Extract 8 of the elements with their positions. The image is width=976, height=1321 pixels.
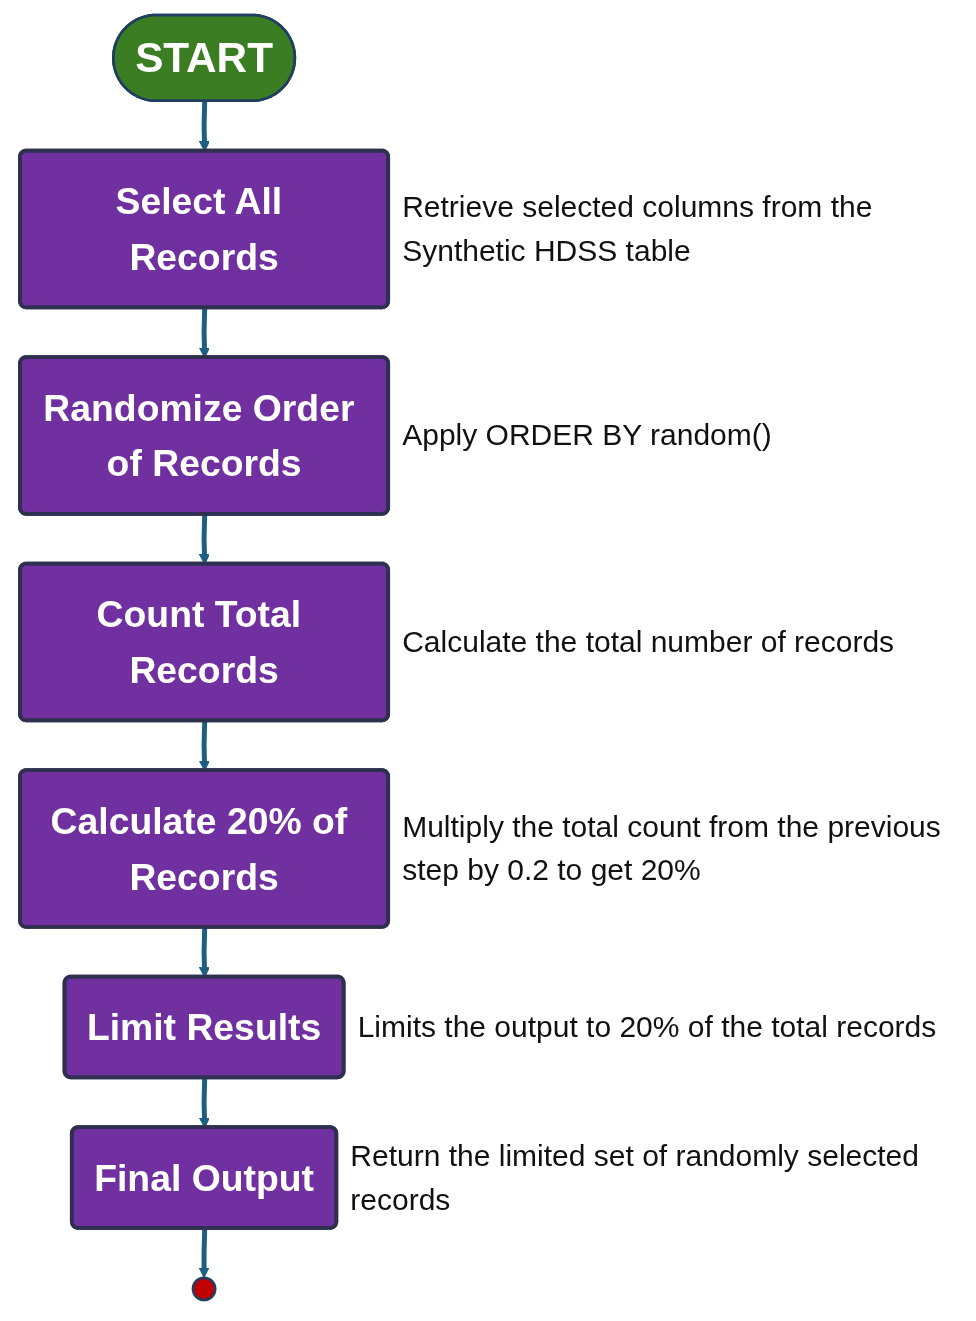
- arrow: [198, 1228, 210, 1279]
- step-description: Apply ORDER BY random(): [402, 417, 773, 454]
- step-description: Calculate the total number of records: [402, 623, 896, 660]
- step-description: Return the limited set of randomly selected records: [350, 1138, 920, 1218]
- step-description: Retrieve selected columns from the Synthetic HDSS table: [402, 189, 874, 269]
- step-description: Multiply the total count from the previous step by 0.2 to get 20%: [402, 808, 942, 889]
- node-circle: [191, 1276, 217, 1302]
- step-description: Limits the output to 20% of the total records: [357, 1008, 938, 1045]
